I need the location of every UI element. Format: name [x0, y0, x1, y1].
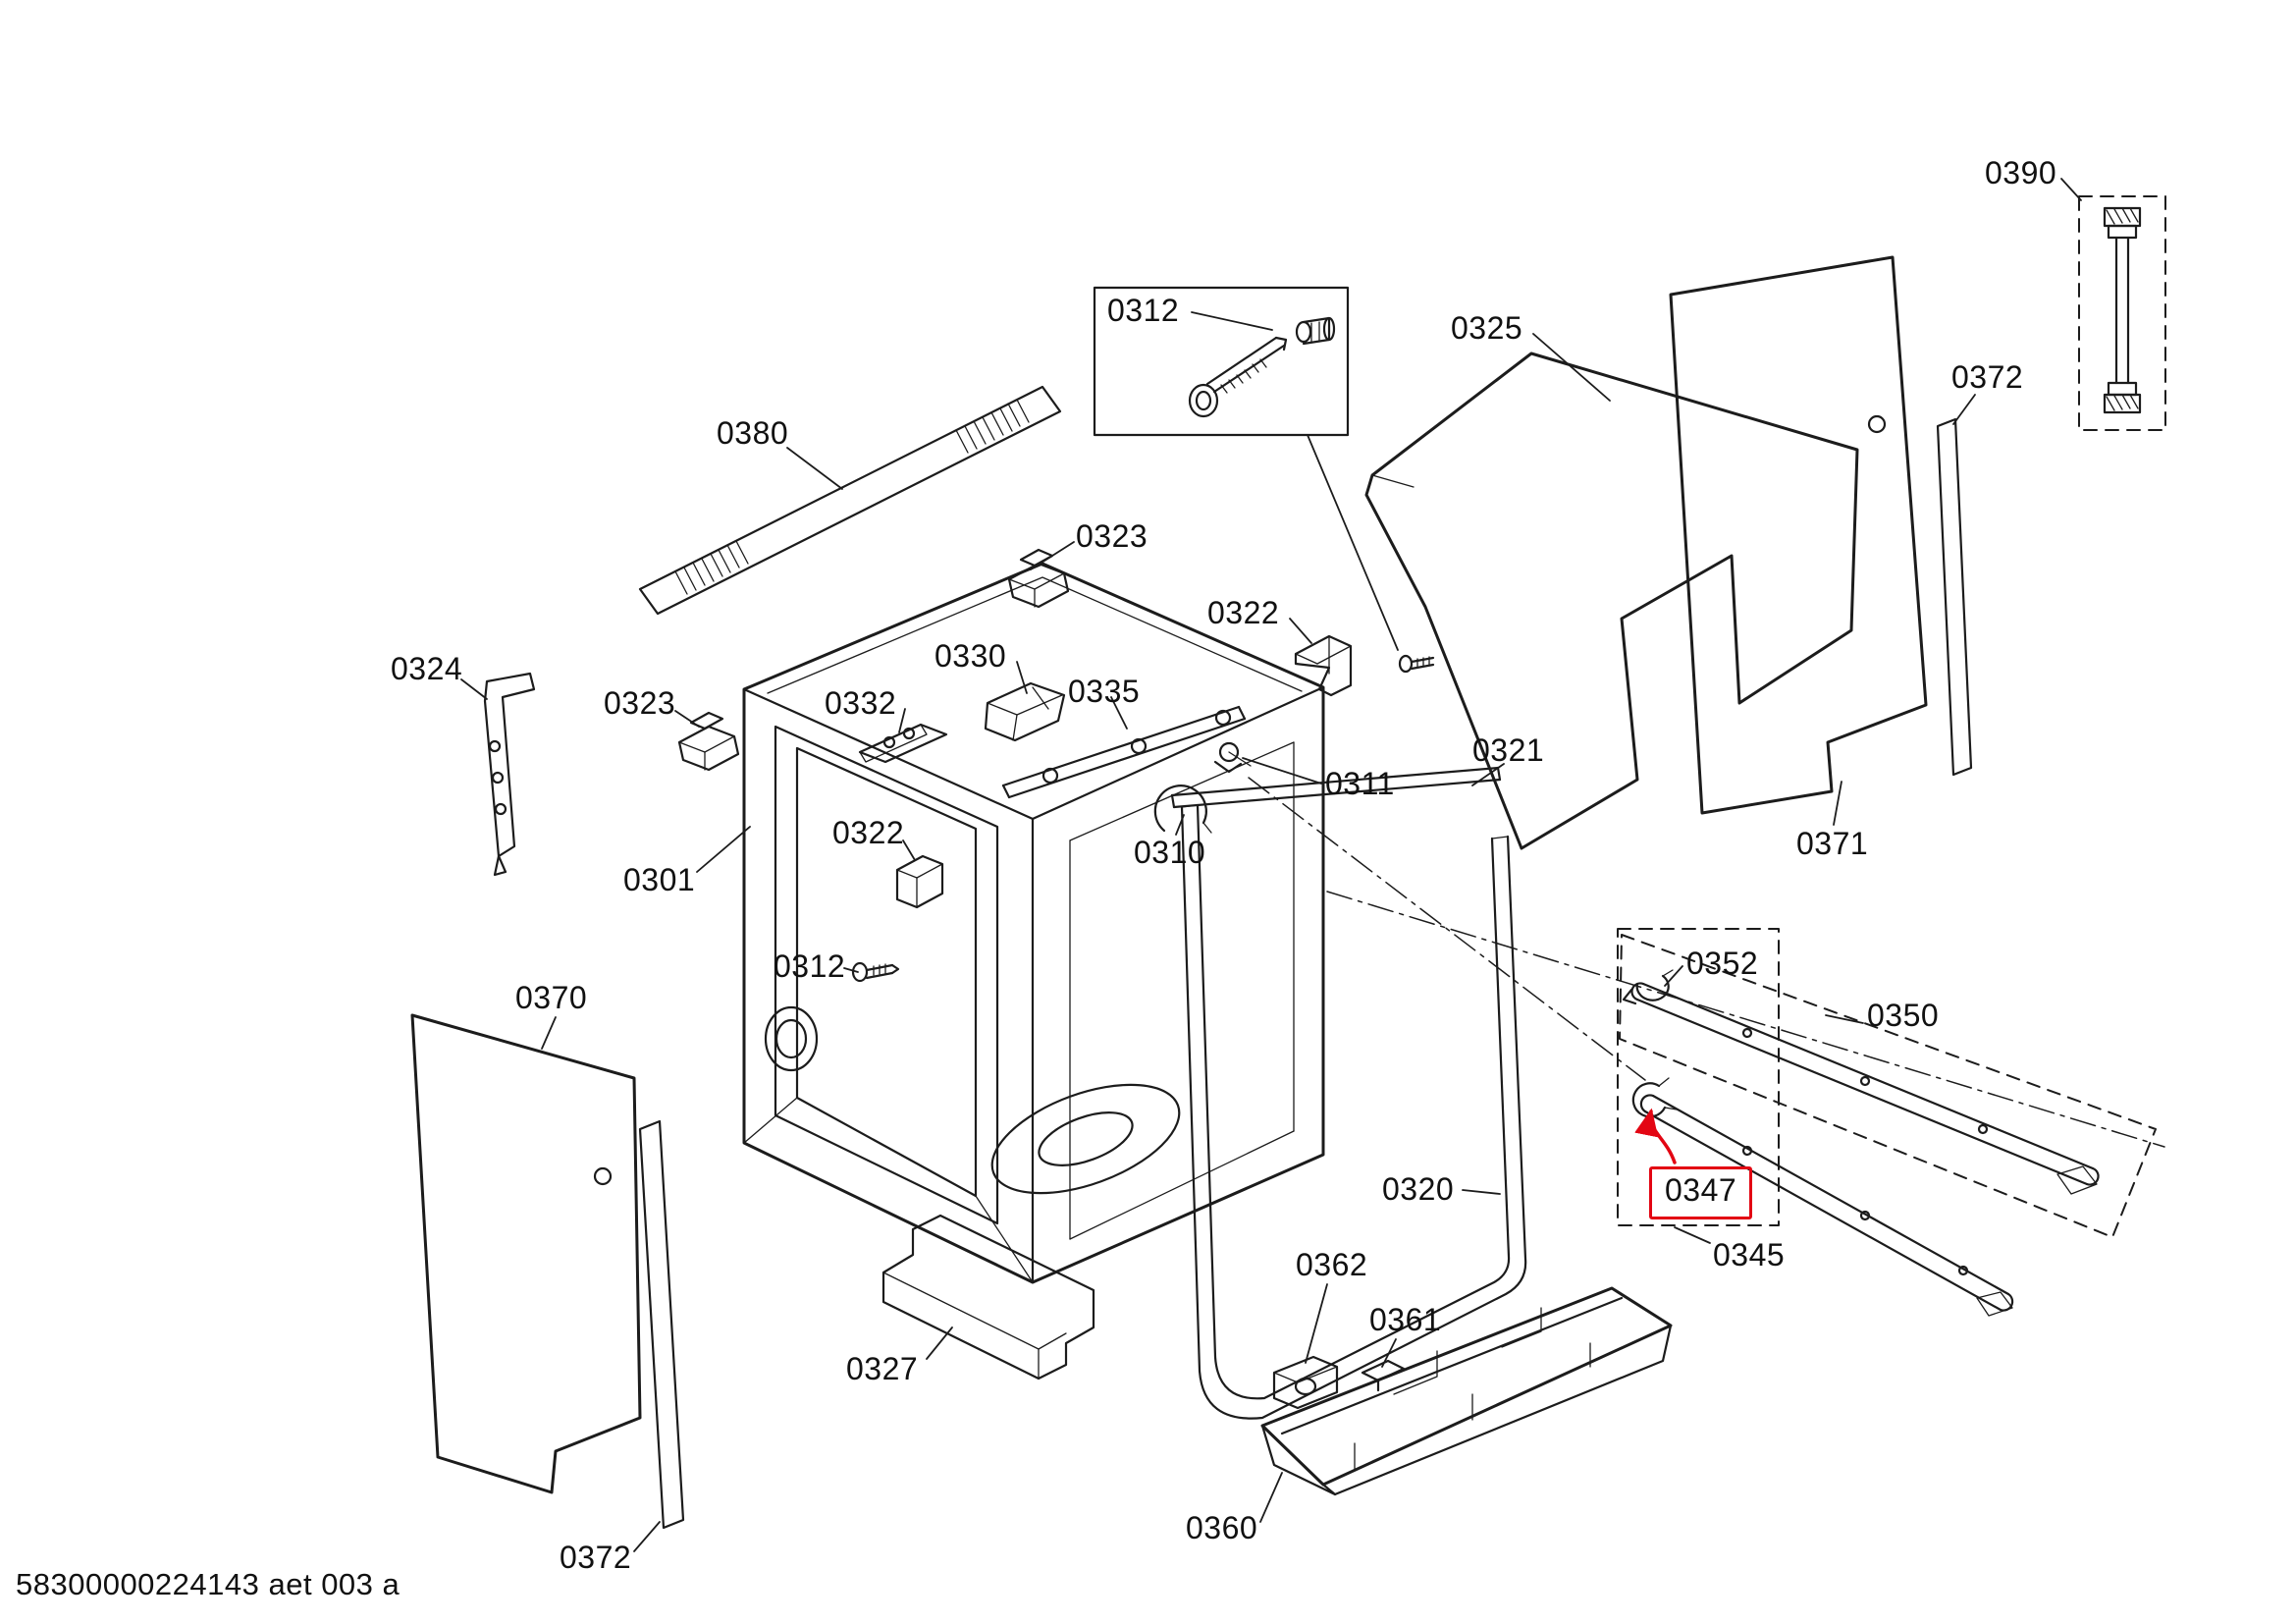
part-label-0323-top[interactable]: 0323	[1076, 518, 1148, 554]
part-0301-tub	[742, 562, 1325, 1284]
part-0362-bracket	[1272, 1355, 1339, 1410]
part-0312-screw-installed	[1398, 654, 1435, 674]
part-label-0371[interactable]: 0371	[1796, 826, 1869, 861]
part-label-0320[interactable]: 0320	[1382, 1171, 1455, 1207]
part-label-0380[interactable]: 0380	[717, 415, 789, 451]
part-label-0370[interactable]: 0370	[515, 980, 588, 1015]
part-label-0372-left[interactable]: 0372	[560, 1540, 632, 1575]
part-0322-bracket-left	[895, 854, 944, 909]
part-label-0345[interactable]: 0345	[1713, 1237, 1786, 1272]
part-0360-base-tray	[1260, 1286, 1673, 1496]
part-label-0301[interactable]: 0301	[623, 862, 696, 897]
part-0323-bracket-left	[677, 711, 740, 772]
part-0380-vent-strip	[638, 385, 1062, 616]
part-label-0330[interactable]: 0330	[934, 638, 1007, 674]
detail-box-0312	[1093, 286, 1399, 651]
part-label-0362[interactable]: 0362	[1296, 1247, 1368, 1282]
part-0325-insulation	[1364, 352, 1859, 850]
part-label-0325[interactable]: 0325	[1451, 310, 1523, 346]
rail-upper-boundary	[1619, 934, 2157, 1238]
part-label-0311[interactable]: 0311	[1325, 766, 1395, 801]
part-0320-door-seal	[1180, 803, 1527, 1420]
part-0324-bracket-rail	[483, 672, 536, 877]
part-label-0312-mid[interactable]: 0312	[774, 948, 846, 984]
part-label-0332[interactable]: 0332	[825, 685, 897, 721]
highlight-arrow-0347	[1634, 1108, 1677, 1164]
part-0332-plate	[858, 723, 948, 764]
part-label-0323-left[interactable]: 0323	[604, 685, 676, 721]
part-label-0347[interactable]: 0347	[1649, 1166, 1753, 1219]
part-0327-base-channel	[881, 1214, 1095, 1380]
part-0361-clip	[1361, 1359, 1406, 1392]
part-0370-side-panel	[410, 1013, 642, 1494]
part-label-0322-left[interactable]: 0322	[832, 815, 905, 850]
part-0345-rail-lower	[1639, 1094, 2014, 1317]
footer-code: 58300000224143 aet 003 a	[16, 1567, 400, 1601]
part-0390-hose	[2078, 195, 2166, 431]
part-label-0322-right[interactable]: 0322	[1207, 595, 1280, 630]
part-0350-rail-upper	[1630, 982, 2100, 1195]
part-0322-bracket-right	[1294, 634, 1353, 697]
part-0321-top-seal	[1170, 766, 1502, 809]
part-label-0321[interactable]: 0321	[1472, 732, 1545, 768]
part-label-0360[interactable]: 0360	[1186, 1510, 1258, 1545]
part-0310-spring-hook	[1153, 785, 1212, 834]
part-label-0310[interactable]: 0310	[1134, 835, 1206, 870]
part-0312-screw-mid	[851, 961, 900, 983]
part-label-0324[interactable]: 0324	[391, 651, 463, 686]
part-label-0335[interactable]: 0335	[1068, 674, 1141, 709]
part-label-0350[interactable]: 0350	[1867, 998, 1940, 1033]
leader-lines	[460, 178, 2082, 1552]
part-0335-hinge-rail	[1001, 705, 1247, 799]
part-label-0352[interactable]: 0352	[1686, 946, 1759, 981]
part-label-0361[interactable]: 0361	[1369, 1302, 1442, 1337]
part-0311-hinge-pin	[1213, 741, 1252, 774]
part-label-0327[interactable]: 0327	[846, 1351, 919, 1386]
part-0372-strip-right	[1936, 417, 1973, 777]
part-0371-rear-panel	[1669, 255, 1928, 815]
construction-lines	[1248, 777, 2165, 1148]
detail-box-clips	[1617, 928, 1780, 1226]
part-0372-strip-left	[638, 1119, 685, 1530]
part-label-0312-detail[interactable]: 0312	[1107, 293, 1180, 328]
part-label-0372-right[interactable]: 0372	[1951, 359, 2024, 395]
part-label-0390[interactable]: 0390	[1985, 155, 2057, 190]
part-0330-latch	[984, 681, 1066, 742]
